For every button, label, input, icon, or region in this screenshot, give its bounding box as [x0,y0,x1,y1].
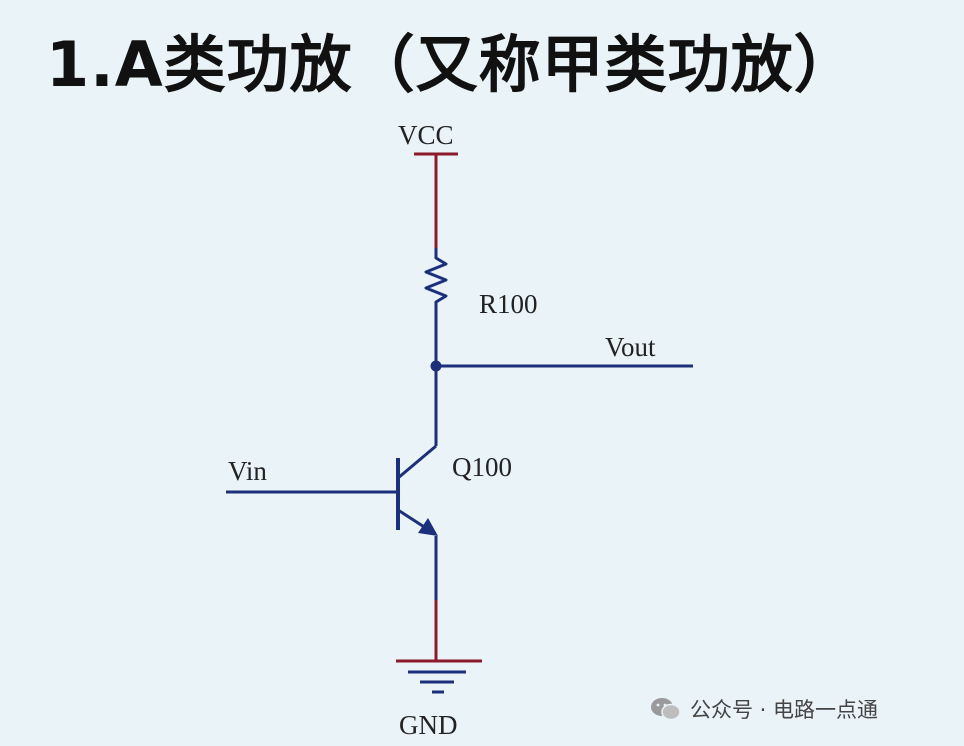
page-title: 1.A类功放（又称甲类功放） [46,28,857,101]
watermark: 公众号 · 电路一点通 [650,694,878,724]
gnd-label: GND [399,710,458,740]
transistor-collector [397,444,437,480]
watermark-text: 公众号 · 电路一点通 [690,698,879,722]
resistor-label: R100 [479,289,538,319]
wechat-icon [651,698,681,721]
resistor-r100 [424,248,448,318]
vcc-label: VCC [398,120,454,150]
vin-label: Vin [228,456,267,486]
transistor-label: Q100 [452,452,512,482]
ground-symbol [396,659,482,694]
vout-label: Vout [605,332,656,362]
emitter-arrow [418,518,438,536]
